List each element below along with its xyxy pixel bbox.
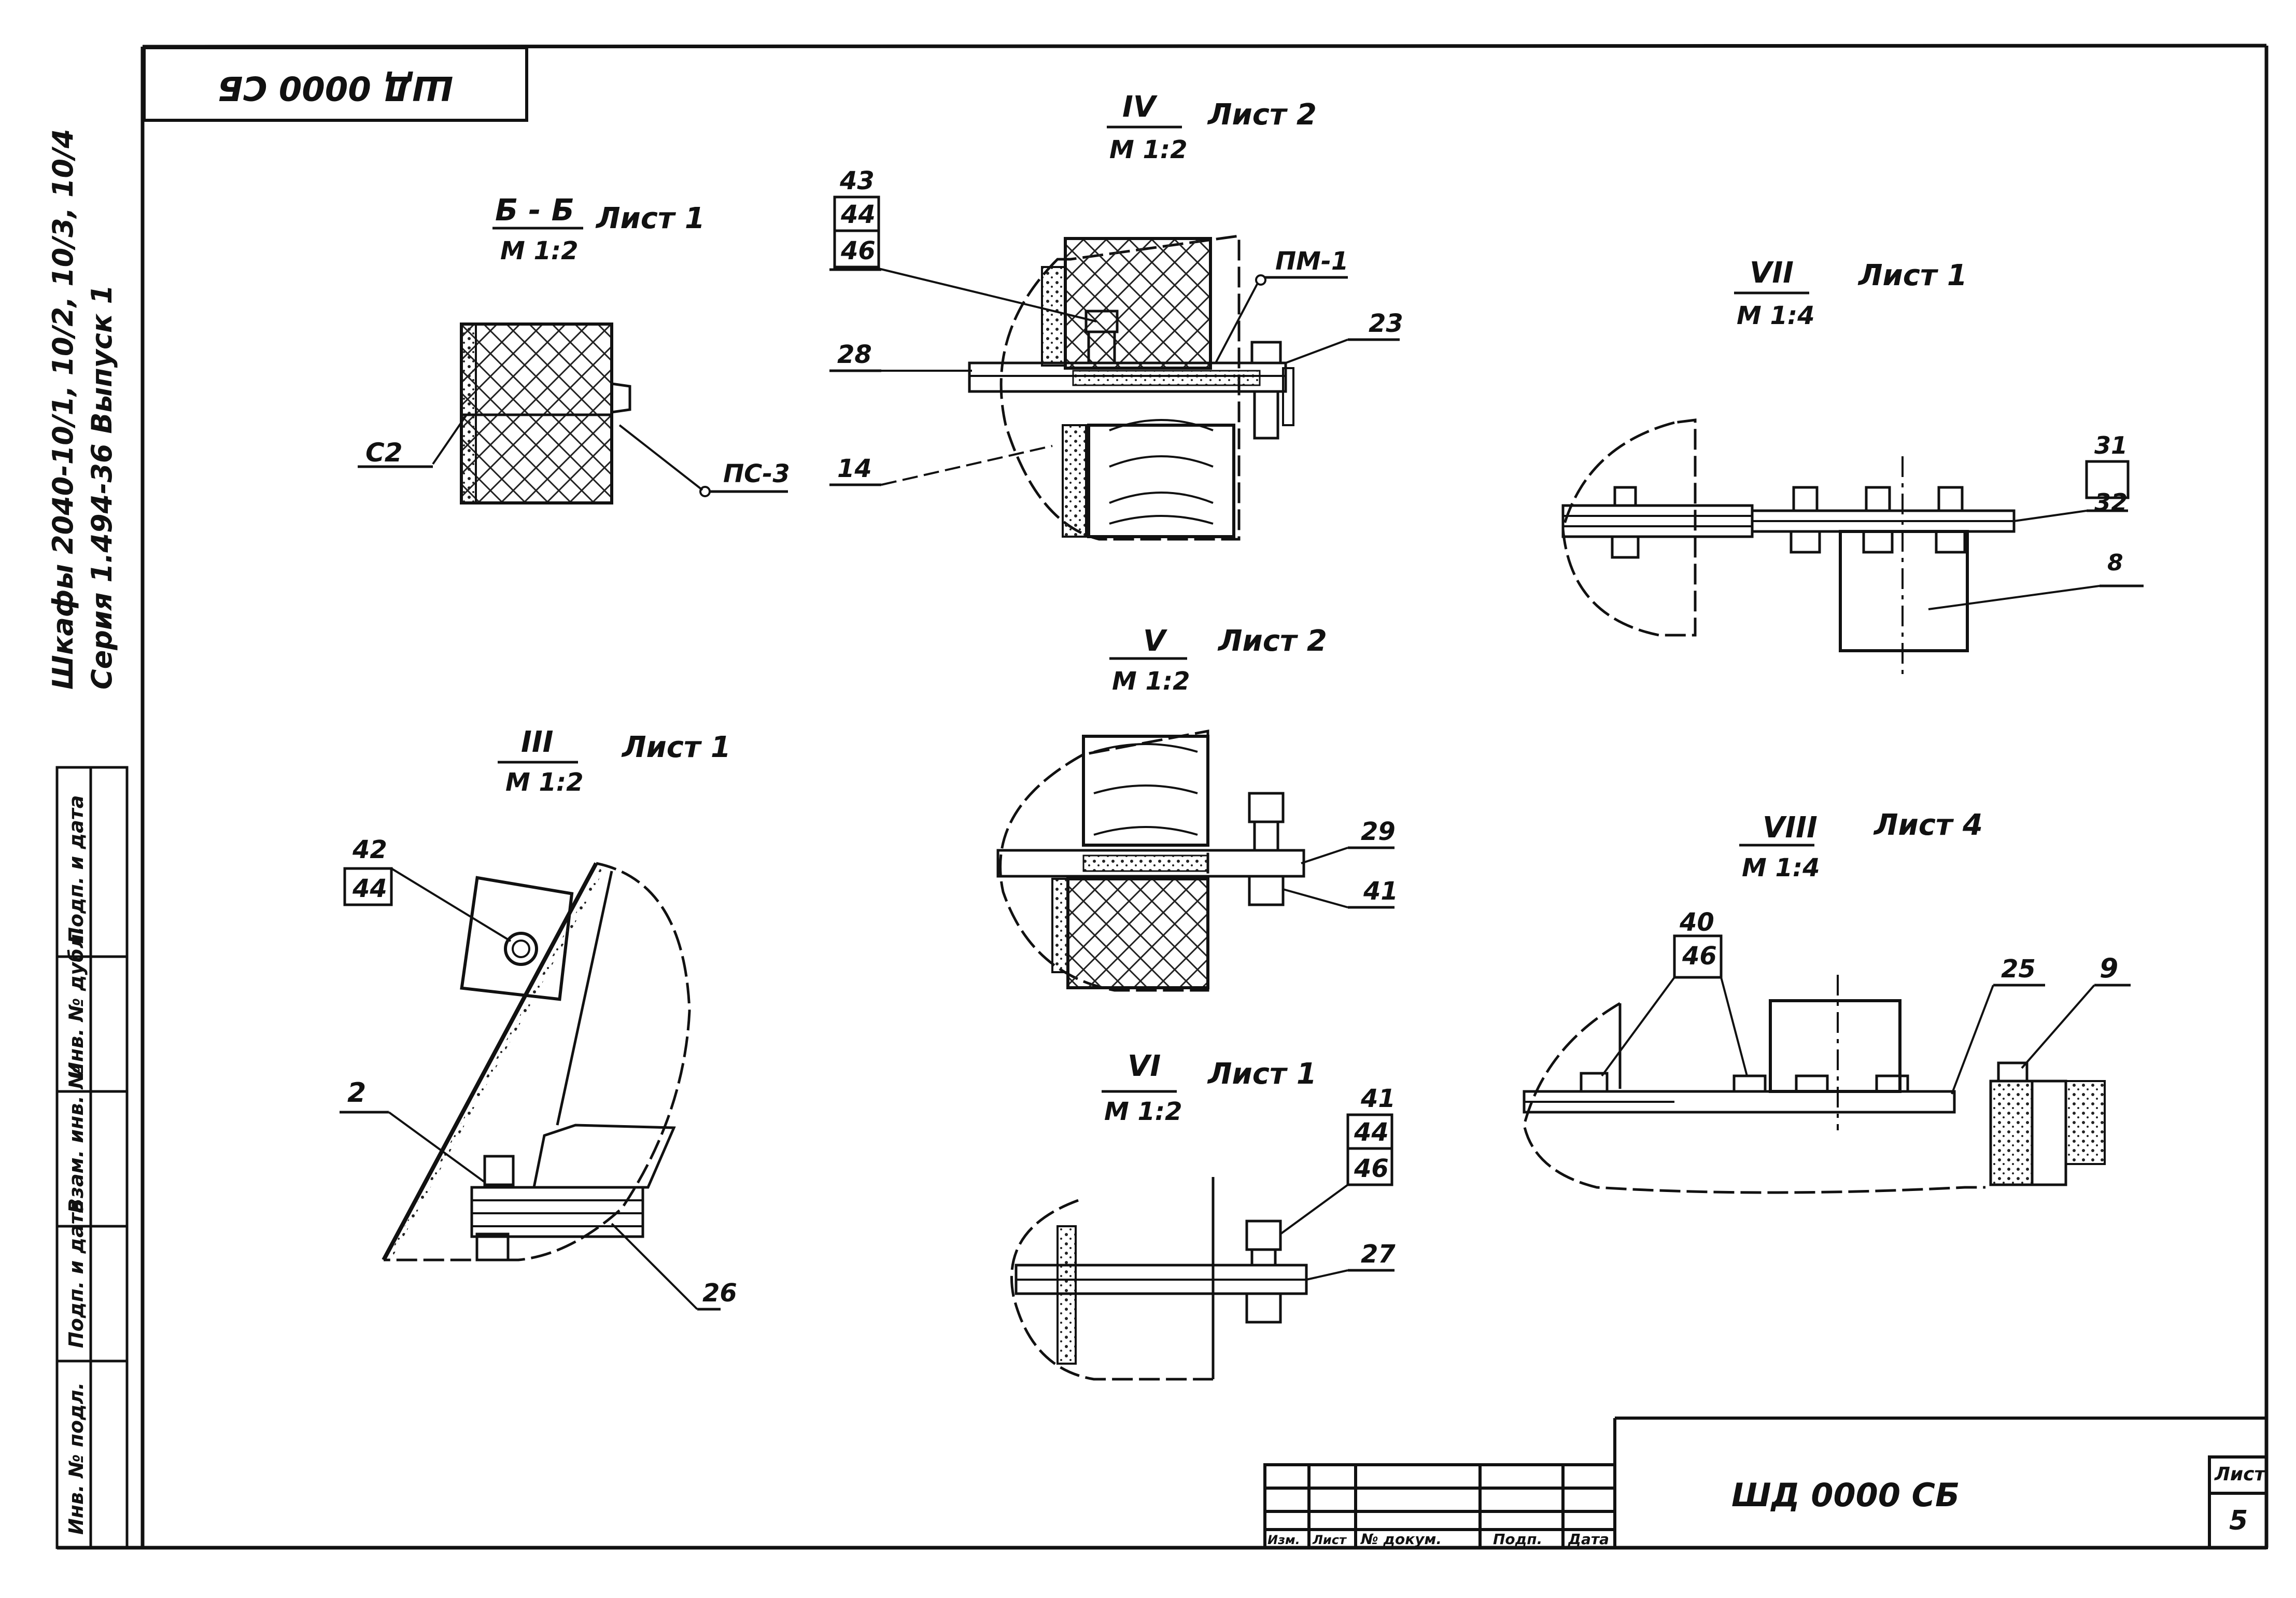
title-col-0: Изм. (1267, 1533, 1300, 1547)
view-bb: Б - Б М 1:2 Лист 1 С2 ПС-3 (358, 192, 790, 504)
title-col-2: № докум. (1360, 1531, 1442, 1548)
side-stamp-labels: Инв. № подл. Подп. и дата Взам. инв. № И… (65, 795, 88, 1535)
view-iv-sheet: Лист 2 (1207, 98, 1317, 132)
callout-44c: 44 (352, 874, 387, 903)
callout-8: 8 (2107, 550, 2123, 576)
title-code: ШД 0000 СБ (1731, 1476, 1960, 1514)
stamp-label-3: Инв. № дубл. (65, 927, 88, 1078)
view-bb-scale: М 1:2 (500, 236, 578, 265)
view-vi-title: VI (1128, 1049, 1161, 1083)
callout-46c: 46 (1682, 942, 1717, 971)
callout-c2: С2 (365, 438, 402, 468)
view-iii-scale: М 1:2 (505, 768, 583, 797)
callout-46: 46 (840, 236, 876, 265)
callout-29: 29 (1361, 817, 1396, 846)
view-v-sheet: Лист 2 (1217, 624, 1327, 658)
stamp-label-2: Взам. инв. № (65, 1065, 88, 1213)
title-block (1263, 1417, 2268, 1549)
view-iv-scale: М 1:2 (1109, 135, 1187, 164)
view-v-scale: М 1:2 (1112, 667, 1190, 696)
view-vi-sheet: Лист 1 (1207, 1057, 1317, 1091)
callout-44: 44 (840, 200, 876, 229)
title-block-text: ШД 0000 СБ Лист 5 Изм. Лист № докум. Под… (1267, 1464, 2266, 1548)
stamp-label-1: Подп. и дата (65, 1200, 88, 1348)
view-viii-sheet: Лист 4 (1873, 808, 1983, 842)
side-stamp (55, 766, 129, 1549)
side-note-line2: Серия 1.494-36 Выпуск 1 (86, 285, 118, 690)
callout-28: 28 (837, 340, 872, 369)
title-col-4: Дата (1568, 1531, 1609, 1548)
title-sheet-no: 5 (2229, 1505, 2248, 1536)
view-iii-title: III (521, 725, 554, 759)
view-vii-scale: М 1:4 (1737, 301, 1814, 330)
title-col-1: Лист (1312, 1533, 1347, 1547)
callout-23: 23 (1369, 309, 1403, 338)
callout-42: 42 (352, 835, 387, 864)
callout-2: 2 (347, 1077, 366, 1109)
callout-14: 14 (837, 454, 872, 483)
callout-43: 43 (839, 166, 875, 195)
view-viii-scale: М 1:4 (1742, 853, 1820, 882)
view-bb-sheet: Лист 1 (595, 202, 705, 235)
view-v: V М 1:2 Лист 2 29 41 (996, 624, 1398, 992)
callout-27: 27 (1361, 1240, 1396, 1269)
view-iv-title: IV (1122, 90, 1158, 124)
view-iii: III М 1:2 Лист 1 42 44 2 26 (340, 725, 737, 1311)
side-note: Шкафы 2040-10/1, 10/2, 10/3, 10/4 Серия … (47, 129, 118, 690)
view-bb-title: Б - Б (495, 192, 574, 228)
top-code-text: ШД 0000 СБ (218, 68, 454, 107)
callout-46b: 46 (1354, 1154, 1389, 1183)
callout-9: 9 (2100, 953, 2118, 984)
callout-32: 32 (2094, 488, 2128, 516)
callout-31: 31 (2094, 431, 2128, 459)
side-note-line1: Шкафы 2040-10/1, 10/2, 10/3, 10/4 (47, 129, 79, 690)
view-vi-scale: М 1:2 (1104, 1097, 1182, 1126)
callout-44b: 44 (1354, 1118, 1389, 1147)
view-iii-sheet: Лист 1 (621, 731, 731, 764)
view-vii-sheet: Лист 1 (1857, 259, 1967, 292)
sheet-frame (57, 44, 2269, 1550)
callout-40: 40 (1679, 908, 1714, 937)
callout-25: 25 (2001, 955, 2036, 984)
callout-41a: 41 (1363, 877, 1398, 906)
stamp-label-0: Инв. № подл. (65, 1382, 88, 1535)
view-v-title: V (1143, 624, 1168, 658)
callout-41b: 41 (1360, 1084, 1396, 1113)
view-vii: VII М 1:4 Лист 1 31 32 8 (1561, 256, 2144, 674)
view-vi: VI М 1:2 Лист 1 41 44 46 27 (1010, 1049, 1396, 1381)
view-vii-title: VII (1750, 256, 1794, 290)
stamp-label-4: Подп. и дата (65, 795, 88, 944)
view-viii: VIII М 1:4 Лист 4 40 46 25 9 (1523, 808, 2131, 1194)
view-viii-title: VIII (1763, 811, 1818, 845)
view-iv: IV М 1:2 Лист 2 43 44 46 ПМ-1 23 28 (829, 90, 1403, 541)
title-sheet-label: Лист (2214, 1464, 2266, 1485)
top-code-box: ШД 0000 СБ (143, 46, 528, 122)
callout-pm1: ПМ-1 (1275, 247, 1348, 276)
title-col-3: Подп. (1493, 1531, 1542, 1548)
callout-26: 26 (702, 1279, 737, 1308)
callout-pc3: ПС-3 (723, 459, 790, 488)
